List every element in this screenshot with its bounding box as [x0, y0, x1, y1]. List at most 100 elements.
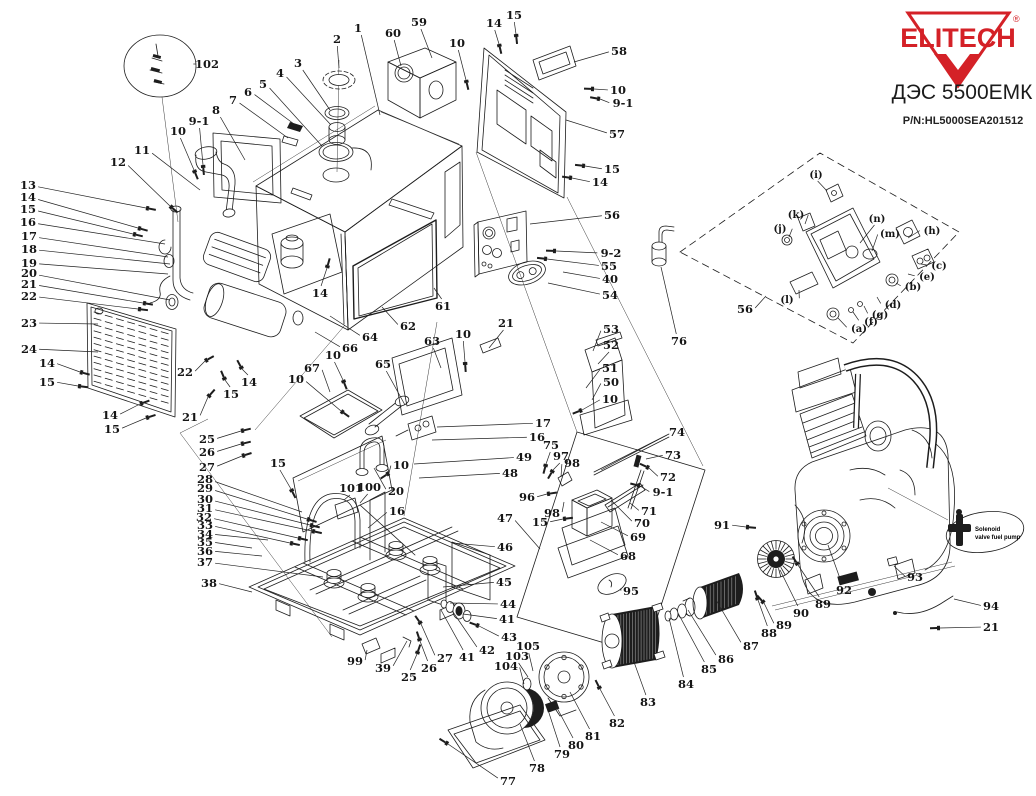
callout-16: 16: [529, 430, 545, 444]
callout-1: 1: [354, 21, 362, 35]
callout-(l): (l): [780, 295, 793, 306]
callout-52: 52: [603, 338, 619, 352]
callout-14: 14: [39, 356, 55, 370]
callout-94: 94: [983, 599, 999, 613]
callout-14: 14: [241, 375, 257, 389]
callout-24: 24: [21, 342, 37, 356]
callout-(c): (c): [931, 261, 947, 272]
stator: [599, 602, 666, 670]
callout-(i): (i): [809, 170, 822, 181]
callout-59: 59: [411, 15, 427, 29]
fuel-filter-76: [651, 225, 675, 267]
control-panel-56: [473, 210, 528, 278]
rotor: [664, 573, 743, 622]
callout-50: 50: [603, 375, 619, 389]
callout-(k): (k): [788, 210, 804, 221]
callout-22: 22: [177, 365, 193, 379]
callout-89: 89: [815, 597, 831, 611]
callout-83: 83: [640, 695, 656, 709]
callout-21: 21: [182, 410, 198, 424]
callout-27: 27: [437, 651, 453, 665]
callout-(f): (f): [864, 317, 878, 328]
callout-3: 3: [294, 56, 302, 70]
callout-102: 102: [195, 57, 219, 71]
callout-73: 73: [665, 448, 681, 462]
callout-82: 82: [609, 716, 625, 730]
callout-25: 25: [401, 670, 417, 684]
callout-15: 15: [104, 422, 120, 436]
callout-6: 6: [244, 85, 252, 99]
brand-registered: ®: [1013, 14, 1020, 24]
callout-87: 87: [743, 639, 759, 653]
construction-lines: [161, 96, 949, 638]
callout-9-1: 9-1: [613, 96, 634, 110]
callout-103: 103: [505, 649, 529, 663]
callout-49: 49: [516, 450, 532, 464]
callout-20: 20: [388, 484, 404, 498]
callout-44: 44: [500, 597, 516, 611]
brand-name: ELITECH: [900, 23, 1016, 53]
callout-65: 65: [375, 357, 391, 371]
callout-97: 97: [553, 449, 569, 463]
callout-93: 93: [907, 570, 923, 584]
callout-40: 40: [602, 272, 618, 286]
callout-38: 38: [201, 576, 217, 590]
callout-51: 51: [602, 361, 618, 375]
callout-21: 21: [21, 277, 37, 291]
callout-35: 35: [197, 535, 213, 549]
callout-14: 14: [486, 16, 502, 30]
platform-67: [299, 389, 383, 439]
callout-12: 12: [110, 155, 126, 169]
callout-98: 98: [544, 506, 560, 520]
damper-arm: [557, 433, 670, 513]
callout-41: 41: [499, 612, 515, 626]
callout-14: 14: [312, 286, 328, 300]
callout-19: 19: [21, 256, 37, 270]
vibration-mounts: [323, 541, 441, 603]
callout-91: 91: [714, 518, 730, 532]
blower-housing: [447, 681, 546, 769]
callout-10: 10: [455, 327, 471, 341]
callout-28: 28: [197, 472, 213, 486]
callout-55: 55: [601, 259, 617, 273]
callout-95: 95: [623, 584, 639, 598]
callout-78: 78: [529, 761, 545, 775]
inner-tray: [271, 213, 343, 295]
callout-2: 2: [333, 32, 341, 46]
callout-14: 14: [102, 408, 118, 422]
callout-7: 7: [229, 93, 237, 107]
callout-39: 39: [375, 661, 391, 675]
callout-14: 14: [20, 190, 36, 204]
callout-(d): (d): [885, 300, 901, 311]
callout-21: 21: [983, 620, 999, 634]
callout-(h): (h): [924, 226, 941, 237]
callout-77: 77: [500, 774, 516, 788]
pipe-65: [364, 395, 410, 436]
callout-16: 16: [20, 215, 36, 229]
callout-10: 10: [288, 372, 304, 386]
callout-27: 27: [199, 460, 215, 474]
callout-84: 84: [678, 677, 694, 691]
muffler-assembly: [149, 205, 304, 338]
carburetor: [395, 415, 437, 441]
louver-door: [86, 302, 177, 418]
callout-33: 33: [197, 518, 213, 532]
detail-ellipse-95: [597, 573, 627, 595]
callout-4: 4: [276, 66, 284, 80]
callout-13: 13: [20, 178, 36, 192]
callout-99: 99: [347, 654, 363, 668]
callout-79: 79: [554, 747, 570, 761]
rear-panel-57: [476, 47, 567, 199]
callout-67: 67: [304, 361, 320, 375]
model-name: ДЭС 5500ЕМК: [892, 81, 1034, 104]
callout-37: 37: [197, 555, 213, 569]
callout-47: 47: [497, 511, 513, 525]
callout-41: 41: [459, 650, 475, 664]
callout-25: 25: [199, 432, 215, 446]
callout-17: 17: [21, 229, 37, 243]
callout-80: 80: [568, 738, 584, 752]
callout-88: 88: [761, 626, 777, 640]
socket-plate-54: [508, 260, 546, 286]
callout-23: 23: [21, 316, 37, 330]
callout-11: 11: [134, 143, 150, 157]
